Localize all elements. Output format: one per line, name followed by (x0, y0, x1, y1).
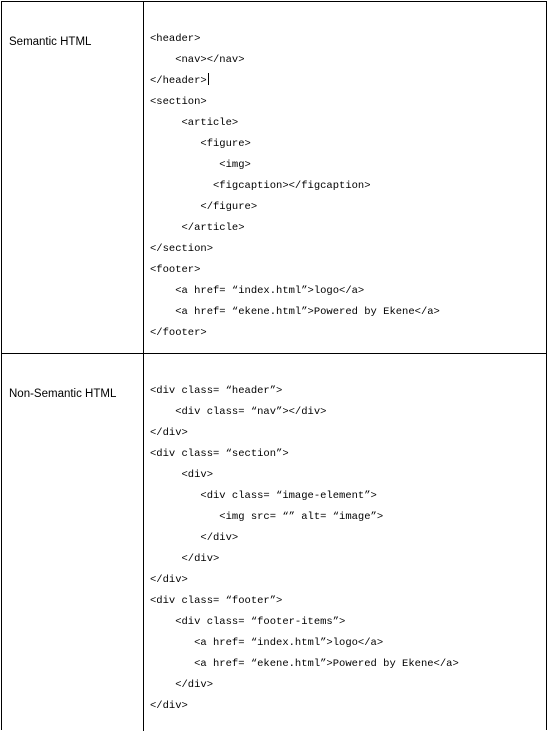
row-label-non-semantic: Non-Semantic HTML (9, 388, 117, 400)
code-line: <section> (150, 96, 207, 108)
code-line: <footer> (150, 264, 201, 276)
row-label-semantic: Semantic HTML (9, 36, 92, 48)
code-line: </footer> (150, 327, 207, 339)
code-block-non-semantic: <div class= “header”> <div class= “nav”>… (150, 381, 459, 717)
label-cell: Non-Semantic HTML (2, 354, 144, 731)
code-line: <figcaption></figcaption> (150, 180, 371, 192)
code-line: </div> (150, 427, 188, 439)
code-line: <div class= “nav”></div> (150, 406, 327, 418)
code-line: <a href= “index.html”>logo</a> (150, 637, 384, 649)
code-line: <nav></nav> (150, 54, 245, 66)
code-line: </div> (150, 679, 214, 691)
code-block-semantic: <header> <nav></nav> </header> <section> <… (150, 29, 440, 344)
code-line: <article> (150, 117, 239, 129)
code-line: <figure> (150, 138, 251, 150)
code-line: <div> (150, 469, 214, 481)
table-row-non-semantic: Non-Semantic HTML <div class= “header”> … (2, 354, 547, 731)
code-line: <div class= “header”> (150, 385, 283, 397)
code-line: <a href= “ekene.html”>Powered by Ekene</… (150, 306, 440, 318)
code-line: <div class= “footer”> (150, 595, 283, 607)
code-line: </figure> (150, 201, 258, 213)
code-line: </div> (150, 532, 239, 544)
code-line: <a href= “ekene.html”>Powered by Ekene</… (150, 658, 459, 670)
code-line: </div> (150, 553, 220, 565)
code-line: </section> (150, 243, 214, 255)
code-cell: <div class= “header”> <div class= “nav”>… (144, 354, 547, 731)
code-line: </header> (150, 73, 209, 87)
code-line: <img> (150, 159, 251, 171)
code-cell: <header> <nav></nav> </header> <section> <… (144, 2, 547, 353)
code-line: <div class= “footer-items”> (150, 616, 346, 628)
table-row-semantic: Semantic HTML <header> <nav></nav> </head… (2, 2, 547, 354)
code-line: <img src= “” alt= “image”> (150, 511, 384, 523)
code-line: <a href= “index.html”>logo</a> (150, 285, 365, 297)
code-line: <div class= “section”> (150, 448, 289, 460)
code-line: <header> (150, 33, 201, 45)
code-line: </div> (150, 574, 188, 586)
code-line: </article> (150, 222, 245, 234)
code-line: <div class= “image-element”> (150, 490, 377, 502)
code-line: </div> (150, 700, 188, 712)
label-cell: Semantic HTML (2, 2, 144, 353)
text-cursor (207, 73, 209, 85)
